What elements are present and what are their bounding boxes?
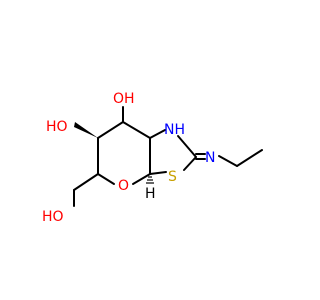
atom-sulfur: S [168,169,177,185]
atom-stereo-hydrogen: H [145,186,156,202]
atom-ho-left: HO [46,119,68,135]
bond-c7a-nh [149,129,166,139]
bond-c6-c7 [97,121,124,139]
bond-ring-o-c5 [97,173,115,185]
bond-c3a-ring-o [132,173,151,185]
atom-ho-bottom: HO [42,209,64,225]
atom-nh: NH [164,122,185,138]
atom-imine-nitrogen: N [205,150,215,166]
bond-c7-c7a [122,121,151,139]
bond-c5-ch2 [73,173,99,191]
molecule-structure: OH HO HO O NH S N H [42,91,263,225]
atom-oh-top: OH [113,91,135,107]
bond-nh-c2 [177,135,197,158]
bond-n-ch2 [218,155,238,167]
bond-ch2-ch3 [236,149,263,167]
hashed-bond-c3a-h [146,176,154,184]
bond-c2-s [183,156,197,171]
bond-s-c3a [149,171,167,175]
wedge-bond-c6-oh [74,122,98,138]
atom-ring-oxygen: O [118,178,129,194]
